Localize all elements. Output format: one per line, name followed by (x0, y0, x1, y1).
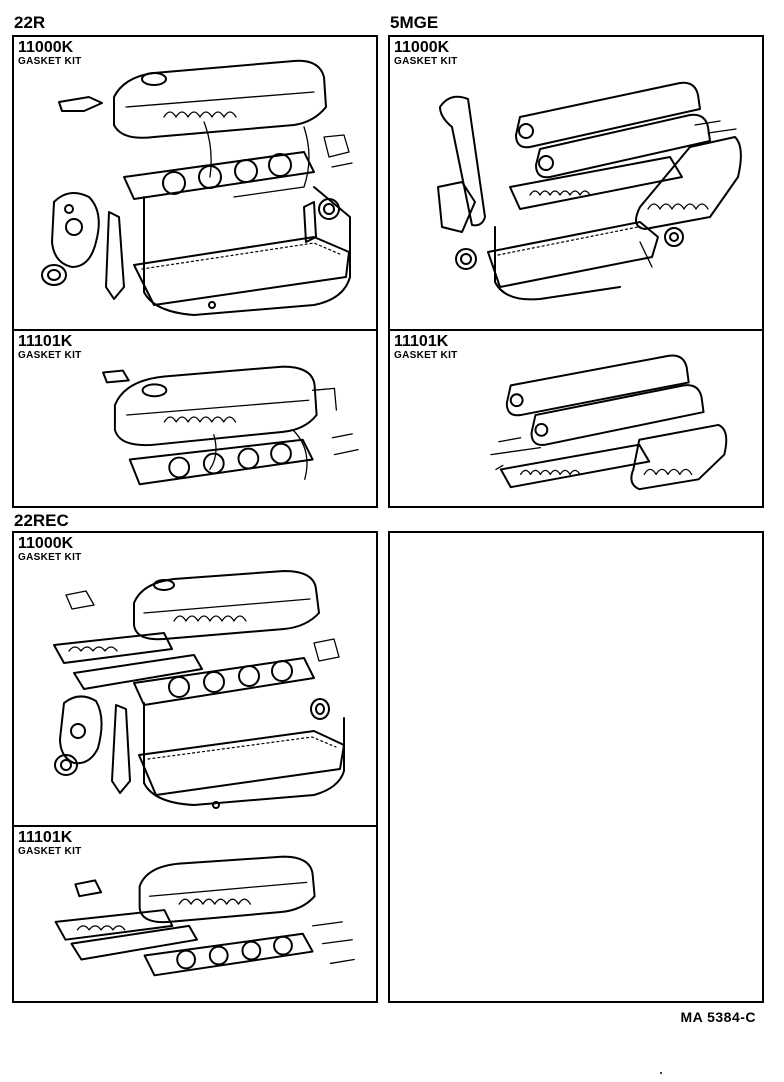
engine-gasket-illustration (53, 570, 345, 809)
kit-cell-22r-head: 11101K GASKET KIT (14, 329, 376, 506)
kit-cell-22rec-head: 11101K GASKET KIT (14, 825, 376, 1001)
kit-part-number: 11101K (18, 829, 73, 846)
cylinder-head-gasket-illustration (490, 354, 728, 491)
panel-22rec: 11000K GASKET KIT 11101K GASKET KIT (12, 531, 378, 1003)
section-label-5mge: 5MGE (390, 13, 439, 32)
kit-description: GASKET KIT (394, 56, 458, 67)
kit-description: GASKET KIT (18, 552, 82, 563)
cylinder-head-gasket-illustration (54, 855, 355, 977)
kit-part-number: 11101K (18, 333, 73, 350)
diagram-code: MA 5384-C (680, 1009, 756, 1025)
kit-cell-5mge-full: 11000K GASKET KIT (390, 37, 762, 329)
engine-gasket-illustration (41, 59, 353, 316)
kit-part-number: 11000K (18, 535, 74, 552)
kit-part-number: 11000K (18, 39, 74, 56)
section-label-22r: 22R (14, 13, 46, 32)
kit-cell-22rec-full: 11000K GASKET KIT (14, 533, 376, 825)
stray-dot (660, 1072, 662, 1074)
engine-gasket-illustration (437, 81, 742, 301)
panel-22r: 11000K GASKET KIT (12, 35, 378, 508)
kit-cell-22r-full: 11000K GASKET KIT (14, 37, 376, 329)
kit-cell-5mge-head: 11101K GASKET KIT (390, 329, 762, 506)
cylinder-head-gasket-illustration (102, 365, 359, 486)
kit-description: GASKET KIT (18, 350, 82, 361)
section-label-22rec: 22REC (14, 511, 69, 530)
kit-description: GASKET KIT (394, 350, 458, 361)
panel-5mge: 11000K GASKET KIT 11101K (388, 35, 764, 508)
kit-description: GASKET KIT (18, 56, 82, 67)
kit-part-number: 11000K (394, 39, 450, 56)
kit-part-number: 11101K (394, 333, 449, 350)
empty-panel (388, 531, 764, 1003)
kit-description: GASKET KIT (18, 846, 82, 857)
